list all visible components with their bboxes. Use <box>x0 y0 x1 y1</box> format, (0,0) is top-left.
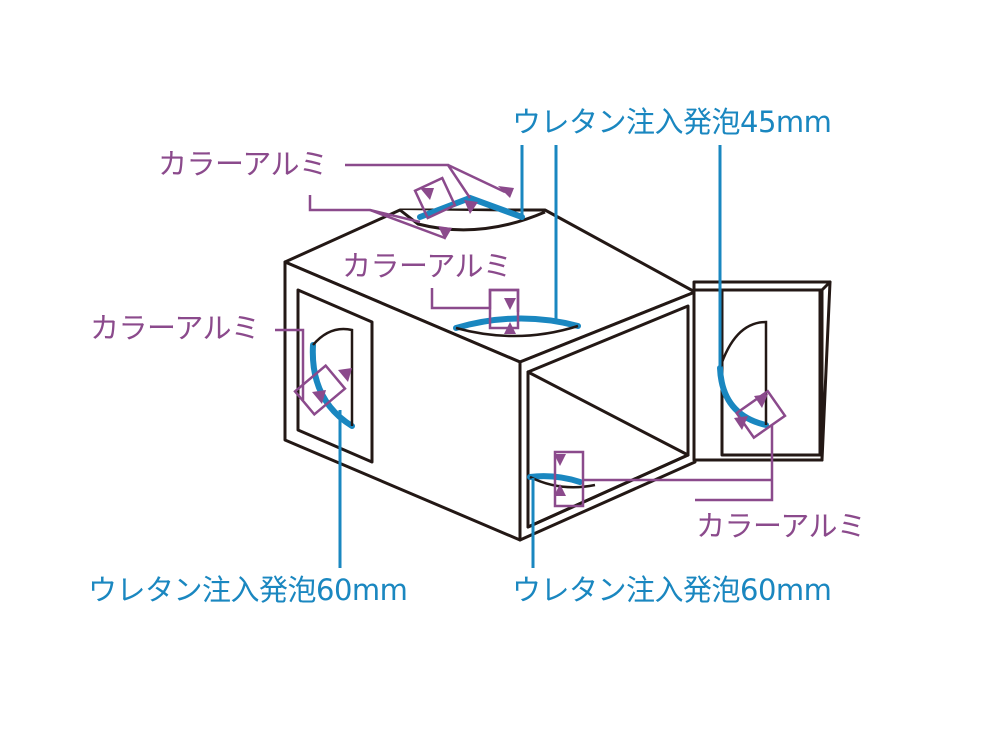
label-alum-right: カラーアルミ <box>696 509 866 543</box>
urethane-leaders <box>338 145 722 568</box>
label-alum-top: カラーアルミ <box>158 147 328 181</box>
label-urethane-45: ウレタン注入発泡45mm <box>512 105 832 139</box>
label-urethane-60-right: ウレタン注入発泡60mm <box>512 573 832 607</box>
label-alum-center: カラーアルミ <box>342 249 512 283</box>
label-urethane-60-left: ウレタン注入発泡60mm <box>88 573 408 607</box>
label-alum-left: カラーアルミ <box>90 311 260 345</box>
alum-arrows <box>312 186 768 496</box>
alum-leaders <box>275 163 787 508</box>
cutout-outlines <box>312 320 768 489</box>
